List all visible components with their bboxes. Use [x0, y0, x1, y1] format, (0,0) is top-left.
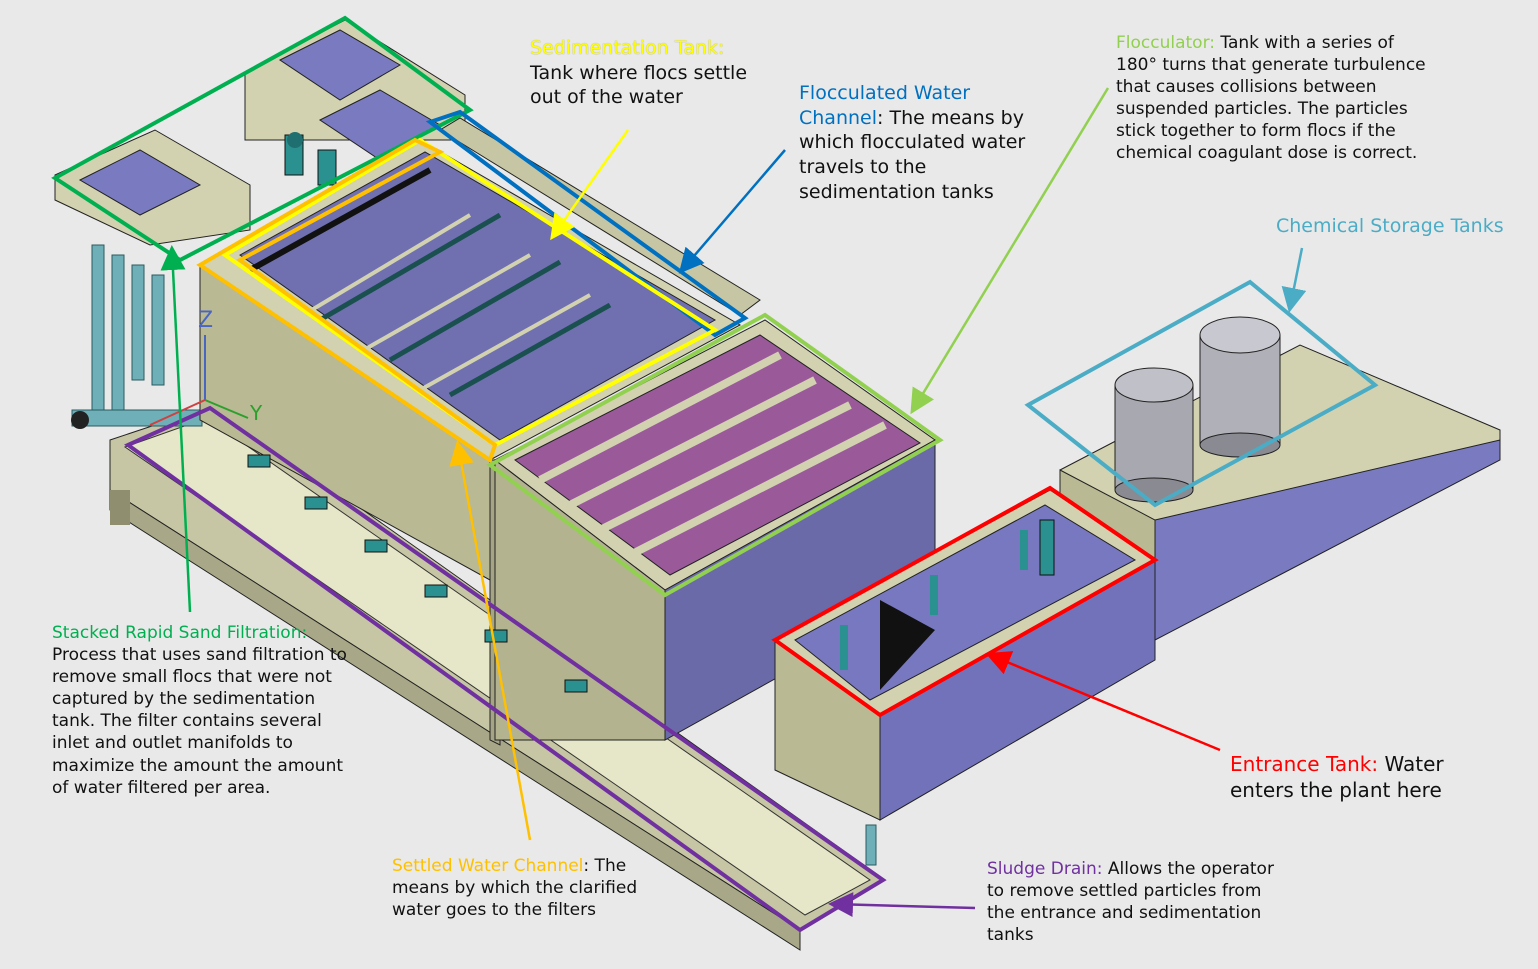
sludge-label: Sludge Drain: Allows the operator to rem…: [987, 858, 1274, 946]
entrance-outline: [771, 485, 1159, 718]
flocculated-channel-title-2: Channel: [799, 106, 878, 129]
settled-channel-line-1: Settled Water Channel: The: [392, 855, 637, 877]
entrance-arrow: [985, 651, 1221, 752]
settled-channel-desc-2: water goes to the filters: [392, 900, 596, 921]
flocculator-label: Flocculator: Tank with a series of 180° …: [1116, 32, 1426, 165]
flocculator-desc-2: that causes collisions between: [1116, 77, 1377, 98]
entrance-line-1-rest: Water: [1378, 752, 1444, 776]
filtration-desc-3: captured by the sedimentation: [52, 689, 316, 710]
filtration-structure: [54, 19, 466, 246]
filtration-arrow: [160, 245, 192, 613]
sedimentation-label: Sedimentation Tank: Tank where flocs set…: [530, 36, 747, 110]
settled-channel-title: Settled Water Channel: [392, 856, 584, 876]
flocculated-channel-line-2: Channel: The means by: [799, 106, 1025, 131]
drain-valves: [247, 454, 588, 693]
sludge-line-1-rest: Allows the operator: [1102, 859, 1274, 879]
entrance-label: Entrance Tank: Water enters the plant he…: [1230, 751, 1444, 803]
axis-y-label: Y: [249, 401, 263, 425]
sedimentation-tank-body: [199, 139, 742, 746]
filtration-desc-7: of water filtered per area.: [52, 777, 271, 798]
filtration-outline: [51, 15, 474, 263]
flocculator-desc-4: stick together to form flocs if the: [1116, 121, 1396, 142]
sludge-title: Sludge Drain:: [987, 859, 1103, 879]
filtration-desc-4: tank. The filter contains several: [52, 711, 322, 732]
sludge-line-1: Sludge Drain: Allows the operator: [987, 858, 1274, 880]
flocculator-outline: [486, 312, 944, 598]
filtration-desc-6: maximize the amount the amount: [52, 755, 344, 776]
filtration-title: Stacked Rapid Sand Filtration:: [52, 623, 308, 643]
flocculator-desc-3: suspended particles. The particles: [1116, 99, 1408, 120]
settled-channel-line-1-rest: : The: [583, 856, 627, 876]
chemical-label: Chemical Storage Tanks: [1276, 214, 1504, 239]
flocculated-channel-desc-3: sedimentation tanks: [799, 180, 994, 203]
axis-z-label: Z: [198, 308, 213, 333]
axis-indicator: Z Y: [149, 308, 263, 426]
flocculator-desc-5: chemical coagulant dose is correct.: [1116, 143, 1418, 164]
flocculator-desc-1: 180° turns that generate turbulence: [1116, 55, 1426, 76]
sludge-outline: [124, 405, 887, 933]
entrance-title: Entrance Tank:: [1230, 752, 1379, 776]
flocculator-tank: [494, 319, 936, 741]
flocculated-channel-outline: [425, 109, 749, 338]
settled-channel-outline: [196, 137, 498, 464]
settled-channel-arrow: [449, 440, 532, 841]
flocculator-arrow: [910, 87, 1110, 415]
entrance-desc-1: enters the plant here: [1230, 778, 1442, 802]
chemical-title: Chemical Storage Tanks: [1276, 215, 1504, 237]
sludge-desc-3: tanks: [987, 925, 1034, 946]
entrance-line-1: Entrance Tank: Water: [1230, 751, 1444, 777]
flocculated-channel-desc-2: travels to the: [799, 156, 927, 179]
sludge-desc-2: the entrance and sedimentation: [987, 903, 1262, 924]
flocculated-channel-title-1: Flocculated Water: [799, 82, 971, 104]
flocculator-title: Flocculator:: [1116, 33, 1215, 53]
settled-channel-label: Settled Water Channel: The means by whic…: [392, 855, 637, 921]
flocculated-channel-desc-1: which flocculated water: [799, 131, 1026, 154]
filtration-desc-2: remove small flocs that were not: [52, 667, 332, 688]
sedimentation-desc-2: out of the water: [530, 86, 683, 109]
flocculator-line-1: Flocculator: Tank with a series of: [1116, 32, 1426, 54]
sedimentation-desc-1: Tank where flocs settle: [530, 61, 748, 84]
sedimentation-arrow: [550, 129, 630, 241]
flocculated-channel-rest: : The means by: [877, 106, 1024, 129]
filtration-desc-5: inlet and outlet manifolds to: [52, 733, 293, 754]
settled-channel-desc-1: means by which the clarified: [392, 878, 638, 899]
flocculated-channel-label: Flocculated Water Channel: The means by …: [799, 81, 1025, 204]
filtration-desc-1: Process that uses sand filtration to: [52, 645, 347, 666]
chemical-arrow: [1281, 247, 1307, 313]
sludge-arrow: [828, 892, 976, 918]
filtration-label: Stacked Rapid Sand Filtration: Process t…: [52, 622, 347, 799]
flocculator-line-1-rest: Tank with a series of: [1215, 33, 1394, 53]
sludge-desc-1: to remove settled particles from: [987, 881, 1262, 902]
filtration-pipes: [71, 244, 203, 429]
flocculated-channel-arrow: [678, 149, 786, 274]
chemical-outline: [1024, 279, 1379, 508]
sedimentation-title: Sedimentation Tank:: [530, 37, 725, 59]
